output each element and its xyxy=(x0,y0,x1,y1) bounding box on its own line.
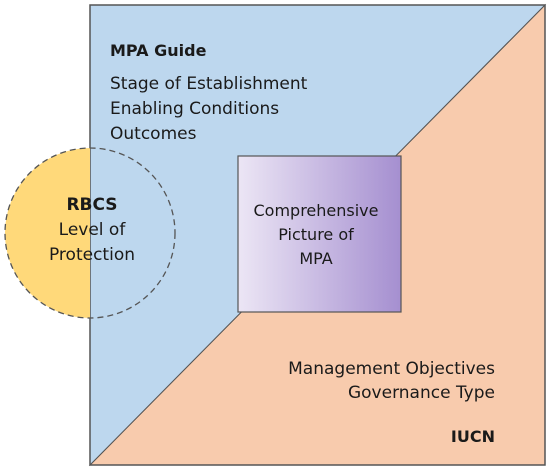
rbcs-line-level: Level of xyxy=(59,220,127,240)
mpa-guide-item-enabling: Enabling Conditions xyxy=(110,99,279,119)
center-line-comprehensive: Comprehensive xyxy=(254,201,379,220)
center-line-picture: Picture of xyxy=(278,225,354,244)
iucn-title: IUCN xyxy=(451,427,495,446)
mpa-guide-item-stage: Stage of Establishment xyxy=(110,74,308,94)
iucn-item-management: Management Objectives xyxy=(288,359,495,379)
rbcs-line-protection: Protection xyxy=(49,245,135,265)
iucn-item-governance: Governance Type xyxy=(348,383,495,403)
comprehensive-picture-box xyxy=(237,155,402,313)
rbcs-title: RBCS xyxy=(66,195,117,215)
mpa-guide-title: MPA Guide xyxy=(110,41,207,60)
rbcs-circle-fill xyxy=(5,148,90,318)
rbcs-circle-outline xyxy=(4,147,176,319)
center-line-mpa: MPA xyxy=(299,249,332,268)
mpa-guide-item-outcomes: Outcomes xyxy=(110,124,197,144)
